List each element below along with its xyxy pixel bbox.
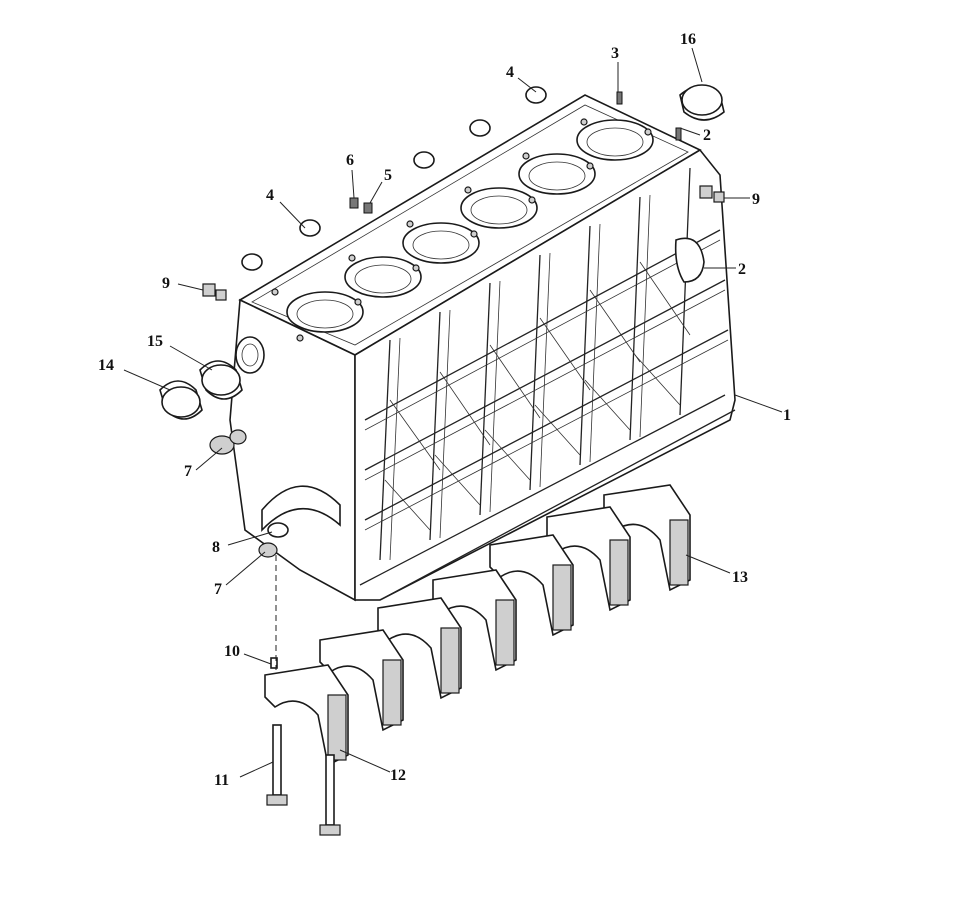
callout-2-upper: 2	[703, 127, 711, 144]
callout-9-left: 9	[162, 275, 170, 292]
head-bolt-holes	[271, 118, 652, 342]
callout-12: 12	[390, 767, 406, 784]
callout-14: 14	[98, 357, 114, 374]
callout-3: 3	[611, 45, 619, 62]
main-bearing-caps	[264, 484, 691, 767]
callout-13: 13	[732, 569, 748, 586]
plug-fittings	[349, 91, 682, 214]
callout-9-right: 9	[752, 191, 760, 208]
callout-15: 15	[147, 333, 163, 350]
callout-16: 16	[680, 31, 696, 48]
cylinder-block	[229, 94, 736, 602]
callout-11: 11	[214, 772, 229, 789]
callout-10: 10	[224, 643, 240, 660]
block-ribs	[364, 167, 729, 561]
callout-2-lower: 2	[738, 261, 746, 278]
callout-4-right: 4	[506, 64, 514, 81]
leader-lines	[123, 47, 783, 778]
cylinder-bores	[286, 119, 654, 333]
callout-6: 6	[346, 152, 354, 169]
main-cap-bolts	[266, 657, 341, 836]
callout-7-upper: 7	[184, 463, 192, 480]
callout-8: 8	[212, 539, 220, 556]
callout-5: 5	[384, 167, 392, 184]
callout-4-left: 4	[266, 187, 274, 204]
callout-1: 1	[783, 407, 791, 424]
core-plugs	[241, 86, 547, 271]
cam-bushings	[159, 84, 725, 420]
callout-numbers: 1 2 2 3 4 4 5 6 7 7 8 9 9 10 11 12 13 14…	[98, 31, 791, 789]
callout-7-lower: 7	[214, 581, 222, 598]
oil-gallery-plugs	[202, 185, 725, 301]
